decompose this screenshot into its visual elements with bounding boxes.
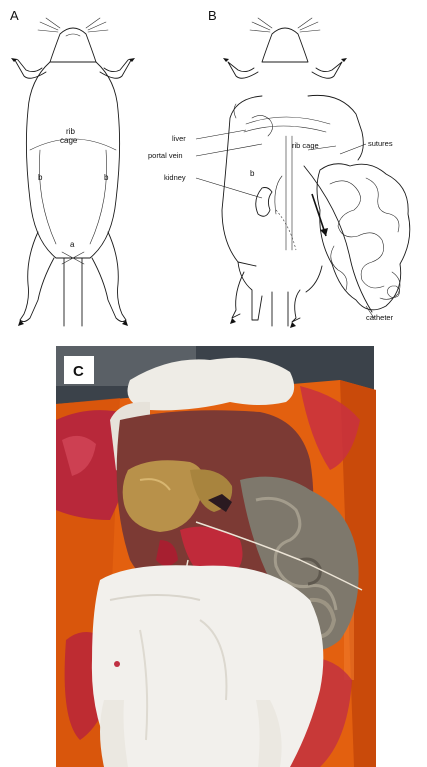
label-b-right-a: b [104, 173, 109, 182]
panel-a-letter: A [10, 8, 19, 23]
label-sutures: sutures [368, 139, 393, 148]
label-portal-vein: portal vein [148, 151, 183, 160]
label-b-b: b [250, 169, 255, 178]
panel-b: B [148, 8, 410, 328]
label-b-left-a: b [38, 173, 43, 182]
panel-b-letter: B [208, 8, 217, 23]
panel-c-letter: C [73, 363, 84, 380]
mouse-outline-a [11, 18, 135, 326]
label-rib-cage-a: rib cage [60, 127, 78, 145]
label-a-a: a [70, 240, 75, 249]
panel-a: A rib cage b [10, 8, 135, 326]
label-rib-cage-b: rib cage [292, 141, 319, 150]
panel-c-photo [56, 346, 376, 767]
label-catheter: catheter [366, 313, 394, 322]
label-kidney: kidney [164, 173, 186, 182]
label-liver: liver [172, 134, 186, 143]
